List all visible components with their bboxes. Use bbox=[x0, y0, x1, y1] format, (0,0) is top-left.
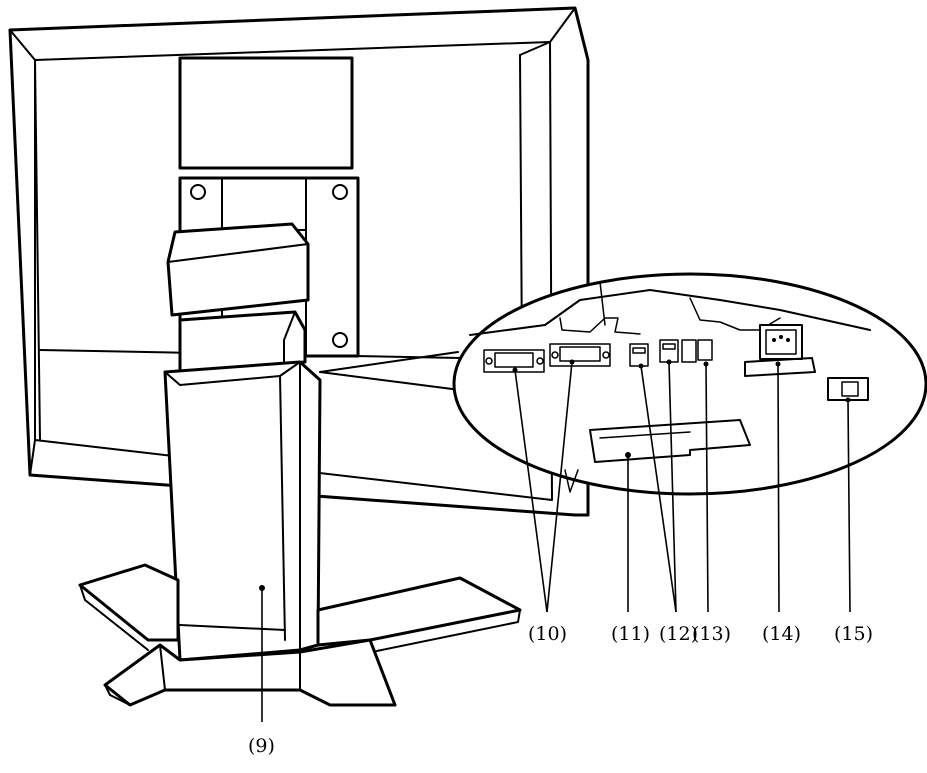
callout-9: (9) bbox=[248, 735, 275, 757]
stand-base bbox=[78, 563, 522, 707]
stand-hinge bbox=[166, 222, 310, 374]
callout-13: (13) bbox=[692, 623, 731, 645]
power-inlet-icon bbox=[744, 324, 816, 377]
rear-vent-panel bbox=[178, 56, 354, 170]
callout-labels: (9) (10) (11) (12) (13) (14) (15) bbox=[248, 623, 873, 757]
stand-column bbox=[163, 360, 322, 662]
callout-15: (15) bbox=[834, 623, 873, 645]
callout-11: (11) bbox=[611, 623, 650, 645]
connector-zoom-ellipse bbox=[452, 272, 927, 496]
callout-10: (10) bbox=[528, 623, 567, 645]
power-switch-icon bbox=[827, 377, 869, 401]
callout-12: (12) bbox=[659, 623, 698, 645]
usb-upstream-icon bbox=[697, 339, 713, 361]
usb-port-icon bbox=[629, 339, 697, 367]
zoom-connector bbox=[319, 371, 461, 391]
callout-14: (14) bbox=[762, 623, 801, 645]
leader-lines bbox=[259, 359, 851, 722]
